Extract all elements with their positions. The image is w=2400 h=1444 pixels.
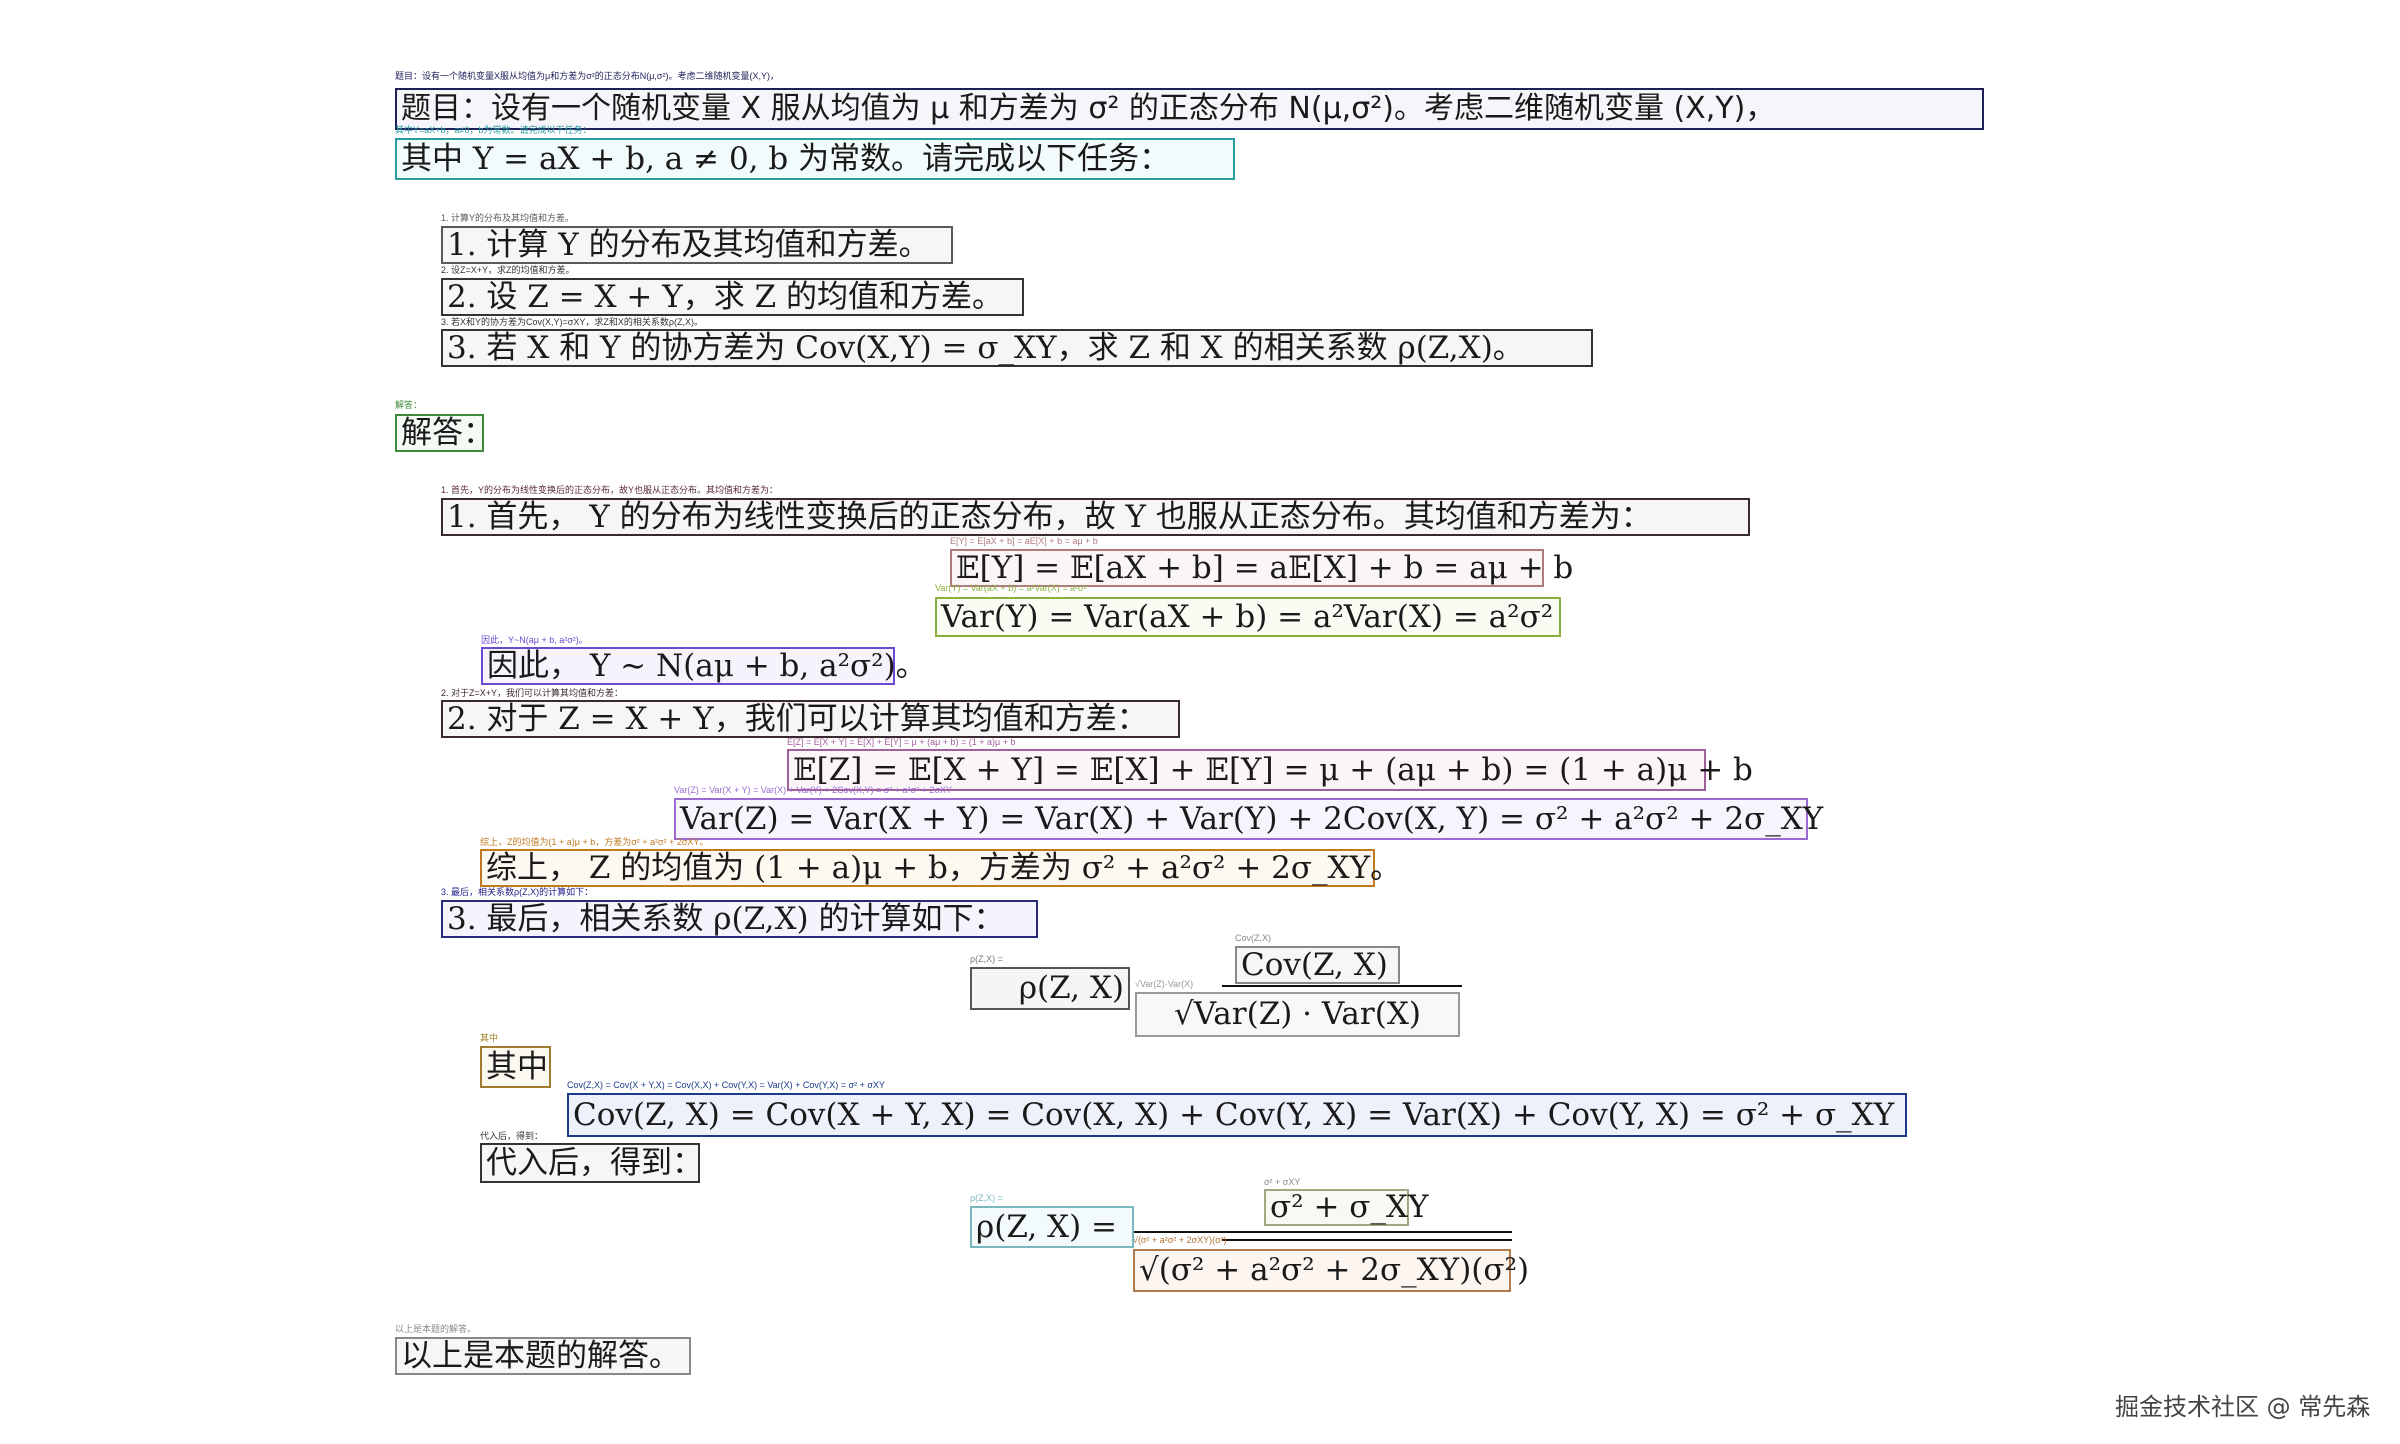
expectation-z-formula: 𝔼[Z] = 𝔼[X + Y] = 𝔼[X] + 𝔼[Y] = μ + (aμ … <box>787 749 1753 791</box>
problem-title-block: 题目：设有一个随机变量 X 服从均值为 μ 和方差为 σ² 的正态分布 N(μ,… <box>395 88 1984 130</box>
answer-3-block: 3. 最后，相关系数 ρ(Z,X) 的计算如下： <box>441 900 1038 938</box>
ocr-label: 1. 计算Y的分布及其均值和方差。 <box>441 213 575 223</box>
distribution-y-conclusion: 因此， Y ∼ N(aμ + b, a²σ²)。 <box>481 647 927 685</box>
ocr-label: E[Y] = E[aX + b] = aE[X] + b = aμ + b <box>950 536 1098 546</box>
task-3-block: 3. 若 X 和 Y 的协方差为 Cov(X,Y) = σ_XY，求 Z 和 X… <box>441 329 1593 367</box>
ocr-label: 其中 <box>480 1033 499 1043</box>
summary-block: 综上， Z 的均值为 (1 + a)μ + b，方差为 σ² + a²σ² + … <box>480 849 1401 887</box>
task-1-block: 1. 计算 Y 的分布及其均值和方差。 <box>441 226 953 264</box>
closing-line: 以上是本题的解答。 <box>395 1337 691 1375</box>
ocr-label: ρ(Z,X) = <box>970 1193 1003 1203</box>
rho-final-lhs: ρ(Z, X) = <box>970 1206 1134 1248</box>
ocr-label: 因此，Y~N(aμ + b, a²σ²)。 <box>481 635 588 645</box>
rho-numerator: Cov(Z, X) <box>1235 946 1400 984</box>
covariance-zx-formula: Cov(Z, X) = Cov(X + Y, X) = Cov(X, X) + … <box>567 1093 1907 1137</box>
variance-z-formula: Var(Z) = Var(X + Y) = Var(X) + Var(Y) + … <box>674 798 1823 840</box>
wherein-label: 其中 <box>480 1046 551 1088</box>
answer-1-block: 1. 首先， Y 的分布为线性变换后的正态分布，故 Y 也服从正态分布。其均值和… <box>441 498 1750 536</box>
ocr-label: σ² + σXY <box>1264 1177 1301 1187</box>
answer-heading: 解答： <box>395 414 494 452</box>
ocr-label: 2. 对于Z=X+Y，我们可以计算其均值和方差： <box>441 688 624 698</box>
problem-condition-block: 其中 Y = aX + b, a ≠ 0, b 为常数。请完成以下任务： <box>395 138 1235 180</box>
variance-y-formula: Var(Y) = Var(aX + b) = a²Var(X) = a²σ² <box>935 597 1561 637</box>
ocr-label: 以上是本题的解答。 <box>395 1324 477 1334</box>
answer-2-block: 2. 对于 Z = X + Y，我们可以计算其均值和方差： <box>441 700 1180 738</box>
expectation-y-formula: 𝔼[Y] = 𝔼[aX + b] = a𝔼[X] + b = aμ + b <box>950 549 1573 587</box>
ocr-label: Cov(Z,X) <box>1235 933 1271 943</box>
rho-final-numerator: σ² + σ_XY <box>1264 1189 1428 1226</box>
ocr-label: Cov(Z,X) = Cov(X + Y,X) = Cov(X,X) + Cov… <box>567 1080 885 1090</box>
ocr-label: 3. 最后，相关系数ρ(Z,X)的计算如下： <box>441 887 594 897</box>
fraction-bar <box>1222 985 1462 987</box>
ocr-label: 代入后，得到： <box>480 1131 544 1141</box>
ocr-label: 2. 设Z=X+Y，求Z的均值和方差。 <box>441 265 575 275</box>
rho-final-denominator: √(σ² + a²σ² + 2σ_XY)(σ²) <box>1133 1249 1529 1292</box>
ocr-label: ρ(Z,X) = <box>970 954 1003 964</box>
fraction-bar <box>1222 1239 1512 1241</box>
ocr-label: Var(Y) = Var(aX + b) = a²Var(X) = a²σ² <box>935 583 1087 593</box>
rho-lhs: ρ(Z, X) <box>970 967 1130 1010</box>
ocr-label: 其中Y=aX+b，a≠0，b为常数。请完成以下任务： <box>395 125 592 135</box>
substitution-label: 代入后，得到： <box>480 1143 703 1183</box>
ocr-label: 综上，Z的均值为(1 + a)μ + b，方差为σ² + a²σ² + 2σXY… <box>480 837 709 847</box>
ocr-label: √(σ² + a²σ² + 2σXY)(σ²) <box>1133 1235 1227 1245</box>
ocr-label: 题目：设有一个随机变量X服从均值为μ和方差为σ²的正态分布N(μ,σ²)。考虑二… <box>395 71 779 81</box>
ocr-label: 3. 若X和Y的协方差为Cov(X,Y)=σXY，求Z和X的相关系数ρ(Z,X)… <box>441 317 703 327</box>
task-2-block: 2. 设 Z = X + Y，求 Z 的均值和方差。 <box>441 278 1024 316</box>
watermark: 掘金技术社区 @ 常先森 <box>2115 1393 2371 1421</box>
ocr-label: 1. 首先，Y的分布为线性变换后的正态分布，故Y也服从正态分布。其均值和方差为： <box>441 485 779 495</box>
ocr-label: √Var(Z)·Var(X) <box>1135 979 1194 989</box>
ocr-label: E[Z] = E[X + Y] = E[X] + E[Y] = μ + (aμ … <box>787 737 1016 747</box>
fraction-bar <box>1134 1231 1512 1233</box>
ocr-label: Var(Z) = Var(X + Y) = Var(X) + Var(Y) + … <box>674 785 952 795</box>
rho-denominator: √Var(Z) · Var(X) <box>1135 992 1460 1037</box>
ocr-label: 解答： <box>395 400 423 410</box>
